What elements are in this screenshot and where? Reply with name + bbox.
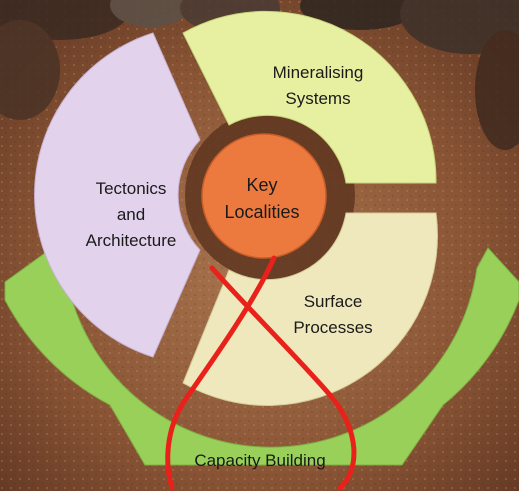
tectonics-architecture-segment bbox=[34, 32, 201, 358]
tectonics-label-line2: and bbox=[117, 205, 145, 224]
tectonics-label-line1: Tectonics bbox=[96, 179, 167, 198]
center-label-line1: Key bbox=[246, 175, 277, 195]
center-label-line2: Localities bbox=[224, 202, 299, 222]
annotation-stroke-left bbox=[209, 265, 357, 491]
people-silhouettes bbox=[0, 0, 519, 150]
surface-label-line1: Surface bbox=[304, 292, 363, 311]
annotation-stroke-right bbox=[165, 255, 277, 491]
capacity-building-label: Capacity Building bbox=[194, 451, 325, 470]
surface-label-line2: Processes bbox=[293, 318, 372, 337]
red-annotation bbox=[165, 255, 357, 491]
tectonics-label-line3: Architecture bbox=[86, 231, 177, 250]
key-localities-circle bbox=[201, 133, 327, 259]
mineralising-label-line2: Systems bbox=[285, 89, 350, 108]
capacity-building-band bbox=[4, 247, 519, 466]
surface-processes-segment bbox=[182, 212, 438, 406]
mineralising-systems-segment bbox=[182, 10, 437, 184]
mineralising-label-line1: Mineralising bbox=[273, 63, 364, 82]
